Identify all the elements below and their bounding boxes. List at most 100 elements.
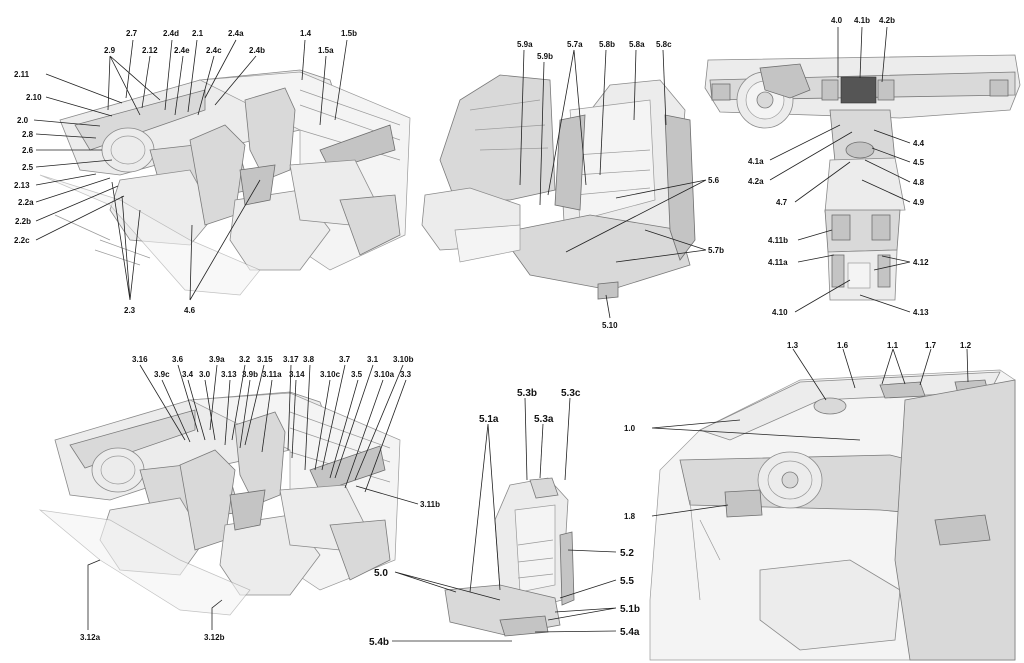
callout-label: 4.11a [768,258,788,267]
callout-label: 2.1 [192,29,204,38]
callout-label: 2.4e [174,46,190,55]
panel-dashboard-leaders [769,26,911,313]
callout-label: 5.2 [620,548,634,559]
callout-label: 3.11b [420,500,440,509]
callout-label: 3.4 [182,370,194,379]
callout-label: 1.5b [341,29,357,38]
callout-label: 5.0 [374,568,388,579]
callout-label: 2.9 [104,46,116,55]
callout-label: 4.10 [772,308,788,317]
panel-rear-interior-leaders [87,364,419,630]
callout-label: 2.3 [124,306,136,315]
callout-label: 1.8 [624,512,636,521]
callout-label: 4.2b [879,16,895,25]
callout-label: 3.6 [172,355,184,364]
callout-label: 3.9b [242,370,258,379]
callout-label: 1.4 [300,29,312,38]
callout-label: 2.4b [249,46,265,55]
callout-label: 1.2 [960,341,972,350]
callout-label: 5.3a [534,414,554,425]
panel-front-seats-leaders [519,49,707,319]
callout-label: 2.10 [26,93,42,102]
callout-label: 2.12 [142,46,158,55]
callout-label: 3.10a [374,370,395,379]
callout-label: 4.9 [913,198,925,207]
callout-label: 5.4a [620,627,640,638]
callout-label: 4.8 [913,178,925,187]
panel-rear-interior [38,391,401,616]
callout-label: 2.4c [206,46,222,55]
callout-label: 5.5 [620,576,634,587]
panel-seat-controls-leaders [392,397,617,642]
callout-label: 3.9c [154,370,170,379]
panel-headliner-cabin [649,369,1016,661]
callout-label: 3.1 [367,355,379,364]
callout-label: 1.6 [837,341,849,350]
callout-label: 2.4a [228,29,244,38]
callout-label: 1.5a [318,46,334,55]
callout-label: 3.12a [80,633,101,642]
callout-label: 3.7 [339,355,351,364]
callout-label: 4.1b [854,16,870,25]
callout-label: 3.3 [400,370,412,379]
callout-label: 1.7 [925,341,937,350]
labels-front-interior: 2.11 2.10 2.0 2.8 2.6 2.5 2.13 2.2a 2.2b… [14,29,357,315]
callout-label: 5.3b [517,388,537,399]
callout-label: 4.11b [768,236,788,245]
callout-label: 2.4d [163,29,179,38]
callout-label: 3.13 [221,370,237,379]
callout-label: 2.11 [14,70,30,79]
callout-label: 3.16 [132,355,148,364]
panel-front-seats [421,74,696,300]
callout-label: 2.6 [22,146,34,155]
callout-label: 3.9a [209,355,225,364]
callout-label: 3.2 [239,355,251,364]
callout-label: 4.13 [913,308,929,317]
callout-label: 4.2a [748,177,764,186]
callout-label: 5.6 [708,176,720,185]
labels-headliner: 1.3 1.6 1.1 1.7 1.2 1.0 1.8 [624,341,972,521]
callout-label: 5.7b [708,246,724,255]
labels-front-seats: 5.9a 5.9b 5.7a 5.8b 5.8a 5.8c 5.6 5.7b 5… [517,40,724,330]
callout-label: 2.0 [17,116,29,125]
labels-seat-controls: 5.3b 5.3c 5.1a 5.3a 5.2 5.0 5.5 5.1b 5.4… [369,388,640,648]
callout-label: 3.5 [351,370,363,379]
callout-label: 4.1a [748,157,764,166]
callout-label: 3.15 [257,355,273,364]
panel-front-interior [39,69,411,296]
callout-label: 3.10b [393,355,414,364]
callout-label: 3.12b [204,633,225,642]
callout-label: 5.7a [567,40,583,49]
callout-label: 1.1 [887,341,899,350]
callout-label: 5.9b [537,52,553,61]
callout-label: 3.10c [320,370,341,379]
callout-label: 5.8b [599,40,615,49]
callout-label: 5.8a [629,40,645,49]
callout-label: 3.8 [303,355,315,364]
callout-label: 4.6 [184,306,196,315]
callout-label: 3.17 [283,355,299,364]
panel-headliner-leaders [651,348,969,517]
callout-label: 3.14 [289,370,305,379]
callout-label: 5.10 [602,321,618,330]
panel-dashboard-console [704,54,1021,301]
callout-label: 2.13 [14,181,30,190]
labels-dashboard: 4.0 4.1b 4.2b 4.4 4.1a 4.5 4.2a 4.8 4.7 … [748,16,929,317]
callout-label: 1.0 [624,424,636,433]
panel-front-interior-leaders [33,39,348,301]
callout-label: 4.5 [913,158,925,167]
labels-rear-interior: 3.16 3.6 3.9a 3.2 3.15 3.17 3.8 3.7 3.1 … [80,355,440,642]
callout-label: 4.4 [913,139,925,148]
callout-label: 4.7 [776,198,788,207]
callout-label: 2.2c [14,236,30,245]
callout-label: 5.3c [561,388,581,399]
callout-label: 3.0 [199,370,211,379]
callout-label: 5.8c [656,40,672,49]
callout-label: 3.11a [262,370,282,379]
callout-label: 2.5 [22,163,34,172]
callout-label: 5.4b [369,637,389,648]
callout-label: 5.1b [620,604,640,615]
callout-label: 2.2a [18,198,34,207]
callout-label: 2.7 [126,29,138,38]
